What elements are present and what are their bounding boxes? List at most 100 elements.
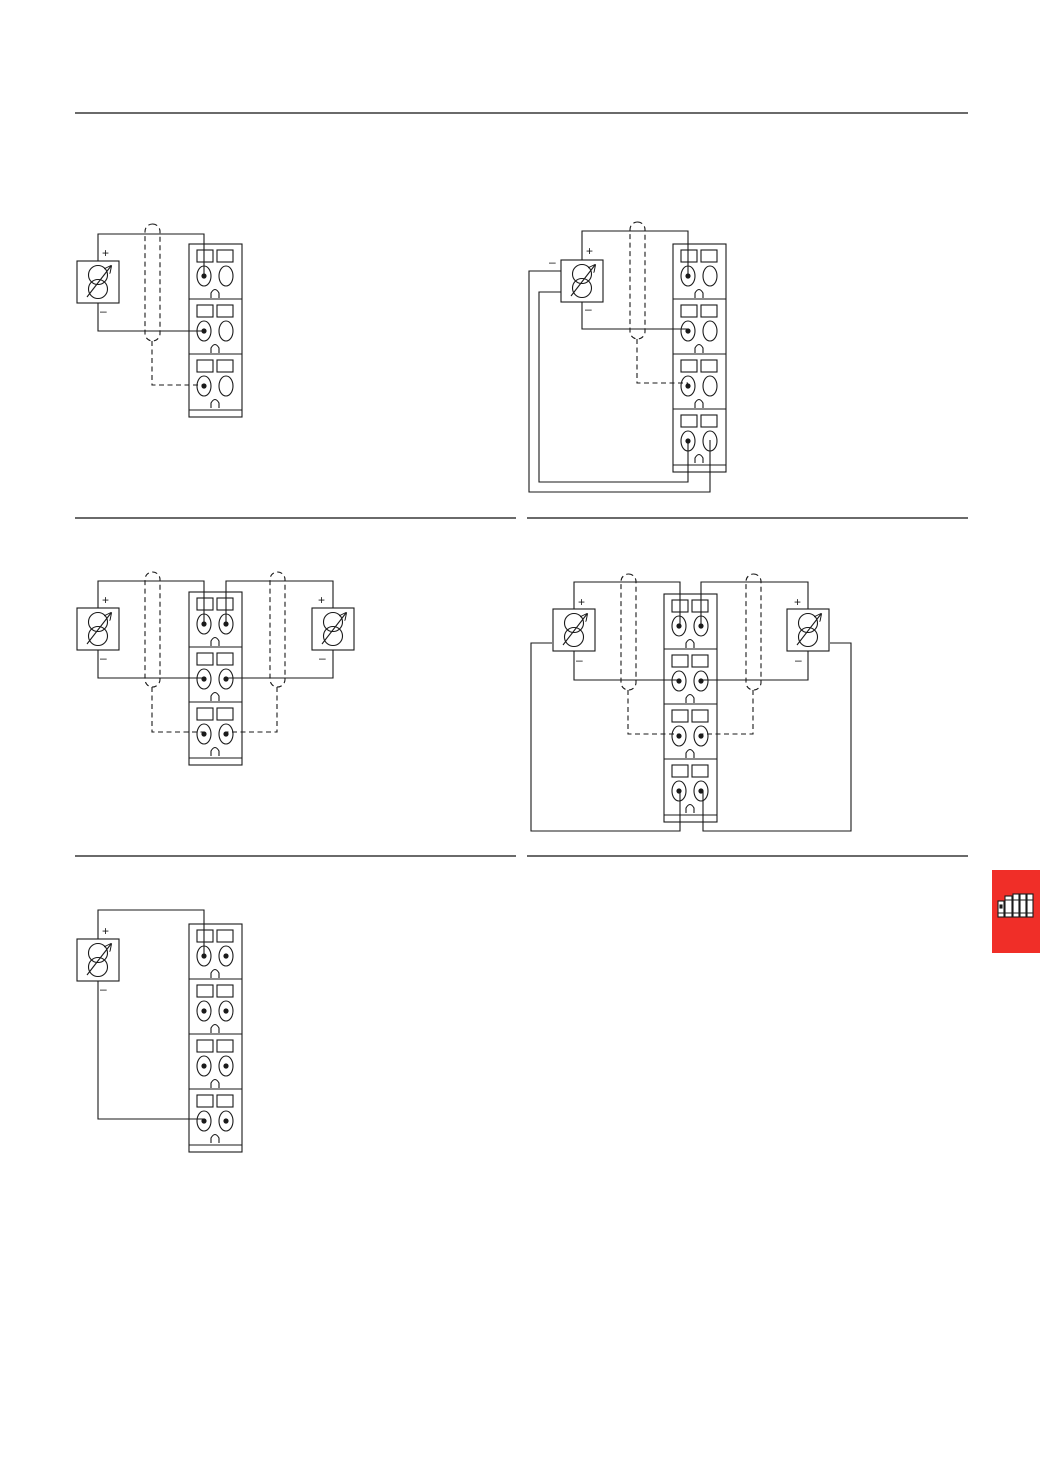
terminal-slot xyxy=(664,758,717,813)
power-wire-1 xyxy=(530,642,681,832)
cable-shield xyxy=(620,573,637,691)
transmitter-icon xyxy=(76,938,120,982)
terminal-slot xyxy=(189,353,242,408)
screw-clamp-left xyxy=(196,929,214,943)
screw-clamp-right xyxy=(691,654,709,668)
screw-clamp-right xyxy=(216,359,234,373)
shield-drain-wire xyxy=(151,687,204,733)
minus-label: – xyxy=(100,304,107,318)
power-wire-2 xyxy=(702,642,852,832)
terminal-slot xyxy=(673,298,726,353)
transmitter-icon xyxy=(76,607,120,651)
minus-label-right: – xyxy=(795,653,802,667)
terminal-slot xyxy=(196,929,234,978)
power-wire-2 xyxy=(538,291,689,483)
terminal-slot xyxy=(189,1088,242,1143)
screw-clamp-left xyxy=(671,709,689,723)
screw-clamp-left xyxy=(196,984,214,998)
screw-clamp-right xyxy=(691,599,709,613)
signal-wire-minus xyxy=(581,302,688,330)
screw-clamp-left xyxy=(680,359,698,373)
terminal-slot xyxy=(189,701,242,756)
signal-wire-plus-right xyxy=(225,580,334,623)
terminal-slot xyxy=(189,646,242,701)
signal-wire-minus xyxy=(97,981,204,1120)
minus-label: – xyxy=(100,982,107,996)
shield-drain-wire-right xyxy=(701,690,754,735)
minus-label: – xyxy=(576,653,583,667)
screw-clamp-right xyxy=(216,652,234,666)
terminal-slot xyxy=(189,978,242,1033)
screw-clamp-left xyxy=(196,707,214,721)
terminal-right xyxy=(702,320,718,342)
signal-wire-plus xyxy=(97,909,205,954)
screw-clamp-right xyxy=(216,929,234,943)
transmitter-icon xyxy=(76,260,120,304)
screw-clamp-left xyxy=(680,414,698,428)
terminal-slot xyxy=(664,648,717,703)
signal-wire-plus xyxy=(97,233,205,276)
signal-wire-plus-right xyxy=(700,581,809,625)
shield-drain-wire xyxy=(151,341,204,386)
terminal-slot xyxy=(196,249,234,298)
terminal-slot xyxy=(196,597,234,646)
supply-minus-label: – xyxy=(549,255,556,269)
diagram-four-wire-shielded: + – – xyxy=(528,221,727,493)
screw-clamp-right xyxy=(216,1094,234,1108)
screw-clamp-right xyxy=(216,249,234,263)
screw-clamp-right xyxy=(700,414,718,428)
terminal-right xyxy=(702,265,718,287)
minus-label: – xyxy=(585,302,592,316)
cable-shield-right xyxy=(269,571,286,688)
signal-wire-minus-right xyxy=(701,651,809,681)
screw-clamp-left xyxy=(196,1039,214,1053)
minus-label: – xyxy=(100,651,107,665)
screw-clamp-left xyxy=(196,359,214,373)
screw-clamp-right xyxy=(700,304,718,318)
cable-shield-right xyxy=(745,573,762,691)
screw-clamp-right xyxy=(700,359,718,373)
terminal-slot xyxy=(680,249,718,298)
diagram-two-wire-unshielded: + – xyxy=(76,909,243,1153)
signal-wire-plus xyxy=(573,581,681,625)
terminal-right xyxy=(218,265,234,287)
screw-clamp-right xyxy=(216,597,234,611)
terminal-right xyxy=(218,375,234,397)
signal-wire-minus xyxy=(573,651,680,681)
screw-clamp-left xyxy=(196,304,214,318)
signal-wire-minus-right xyxy=(226,650,334,679)
shield-drain-wire-right xyxy=(226,687,278,733)
screw-clamp-right xyxy=(691,764,709,778)
cable-shield xyxy=(144,571,161,688)
shield-drain-wire xyxy=(636,339,688,384)
section-rules xyxy=(75,112,968,857)
power-wire-1 xyxy=(528,270,711,493)
terminal-slot xyxy=(664,703,717,758)
screw-clamp-right xyxy=(700,249,718,263)
cable-shield xyxy=(629,221,646,340)
diagram-four-wire-dual-shielded: + – + – xyxy=(530,573,852,832)
minus-label-right: – xyxy=(319,651,326,665)
screw-clamp-left xyxy=(680,249,698,263)
cable-shield xyxy=(144,223,161,342)
screw-clamp-left xyxy=(671,764,689,778)
terminal-block xyxy=(672,243,727,473)
signal-wire-plus xyxy=(581,230,689,276)
plus-label: + xyxy=(102,593,109,607)
signal-wire-minus xyxy=(97,303,204,332)
screw-clamp-left xyxy=(196,652,214,666)
screw-clamp-right xyxy=(691,709,709,723)
screw-clamp-left xyxy=(196,597,214,611)
transmitter-icon xyxy=(560,259,604,303)
terminal-slot xyxy=(671,599,709,648)
diagram-two-wire-shielded: + – xyxy=(76,223,243,418)
transmitter-icon xyxy=(552,608,596,652)
plus-label: + xyxy=(102,924,109,938)
plus-label-right: + xyxy=(794,595,801,609)
signal-wire-minus xyxy=(97,650,204,679)
terminal-slot xyxy=(189,1033,242,1088)
terminal-right xyxy=(702,375,718,397)
screw-clamp-left xyxy=(196,249,214,263)
terminal-slot xyxy=(189,298,242,353)
plus-label: + xyxy=(102,246,109,260)
